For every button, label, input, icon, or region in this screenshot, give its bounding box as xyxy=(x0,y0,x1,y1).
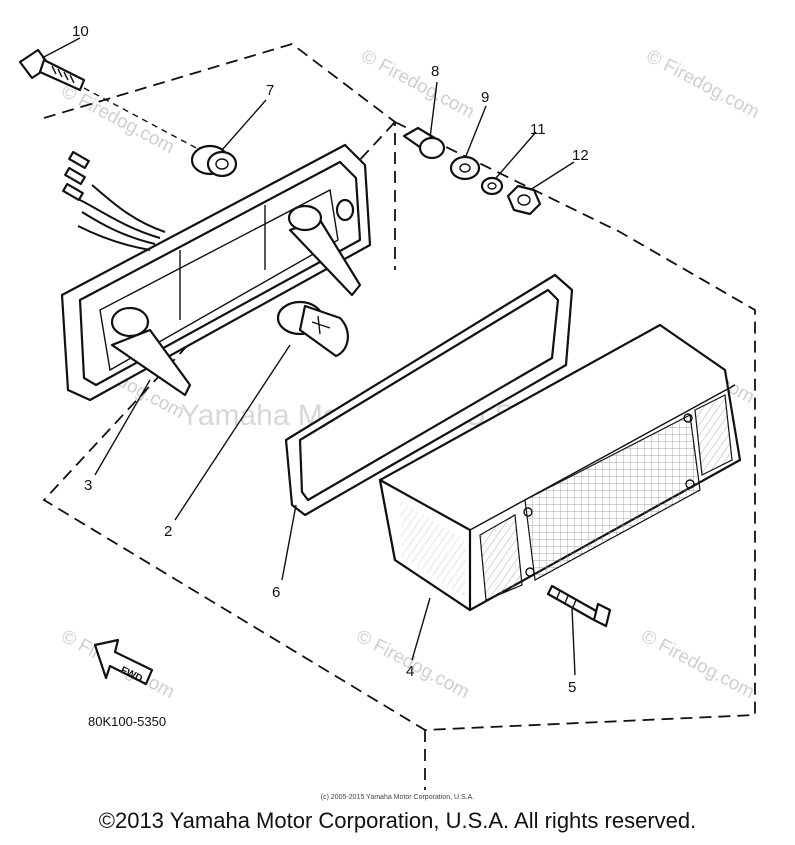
watermark: © Firedog.com xyxy=(638,626,758,703)
part-10-screw xyxy=(18,48,86,92)
part-11-lock-washer xyxy=(480,176,504,196)
watermark: © Firedog.com xyxy=(58,81,178,158)
callout-2: 2 xyxy=(164,523,172,540)
callout-6: 6 xyxy=(272,584,280,601)
callout-8: 8 xyxy=(431,63,439,80)
watermark: © Firedog.com xyxy=(358,46,478,123)
callout-labels: 10 7 8 9 11 12 3 2 6 4 5 xyxy=(72,23,589,696)
callout-5: 5 xyxy=(568,679,576,696)
callout-7: 7 xyxy=(266,82,274,99)
small-credit: (c) 2005-2015 Yamaha Motor Corporation, … xyxy=(320,794,475,801)
leader-lines xyxy=(41,37,576,676)
part-5-screw xyxy=(546,584,612,628)
callout-3: 3 xyxy=(84,477,92,494)
watermark: © Firedog.com xyxy=(643,46,763,123)
callout-11: 11 xyxy=(530,121,546,138)
part-7-grommet xyxy=(190,144,238,178)
part-2-bulb xyxy=(276,300,349,358)
part-9-washer xyxy=(449,155,481,181)
part-4-lens xyxy=(378,323,742,612)
part-6-gasket xyxy=(284,273,574,517)
part-12-nut xyxy=(506,184,542,216)
part-8-collar xyxy=(402,126,446,160)
callout-12: 12 xyxy=(572,147,589,164)
callout-4: 4 xyxy=(406,663,414,680)
diagram-code: 80K100-5350 xyxy=(88,714,166,729)
copyright-notice: ©2013 Yamaha Motor Corporation, U.S.A. A… xyxy=(98,808,697,833)
callout-10: 10 xyxy=(72,23,89,40)
callout-9: 9 xyxy=(481,89,489,106)
assembly-outline xyxy=(42,43,756,731)
part-3-base-housing xyxy=(60,143,372,402)
